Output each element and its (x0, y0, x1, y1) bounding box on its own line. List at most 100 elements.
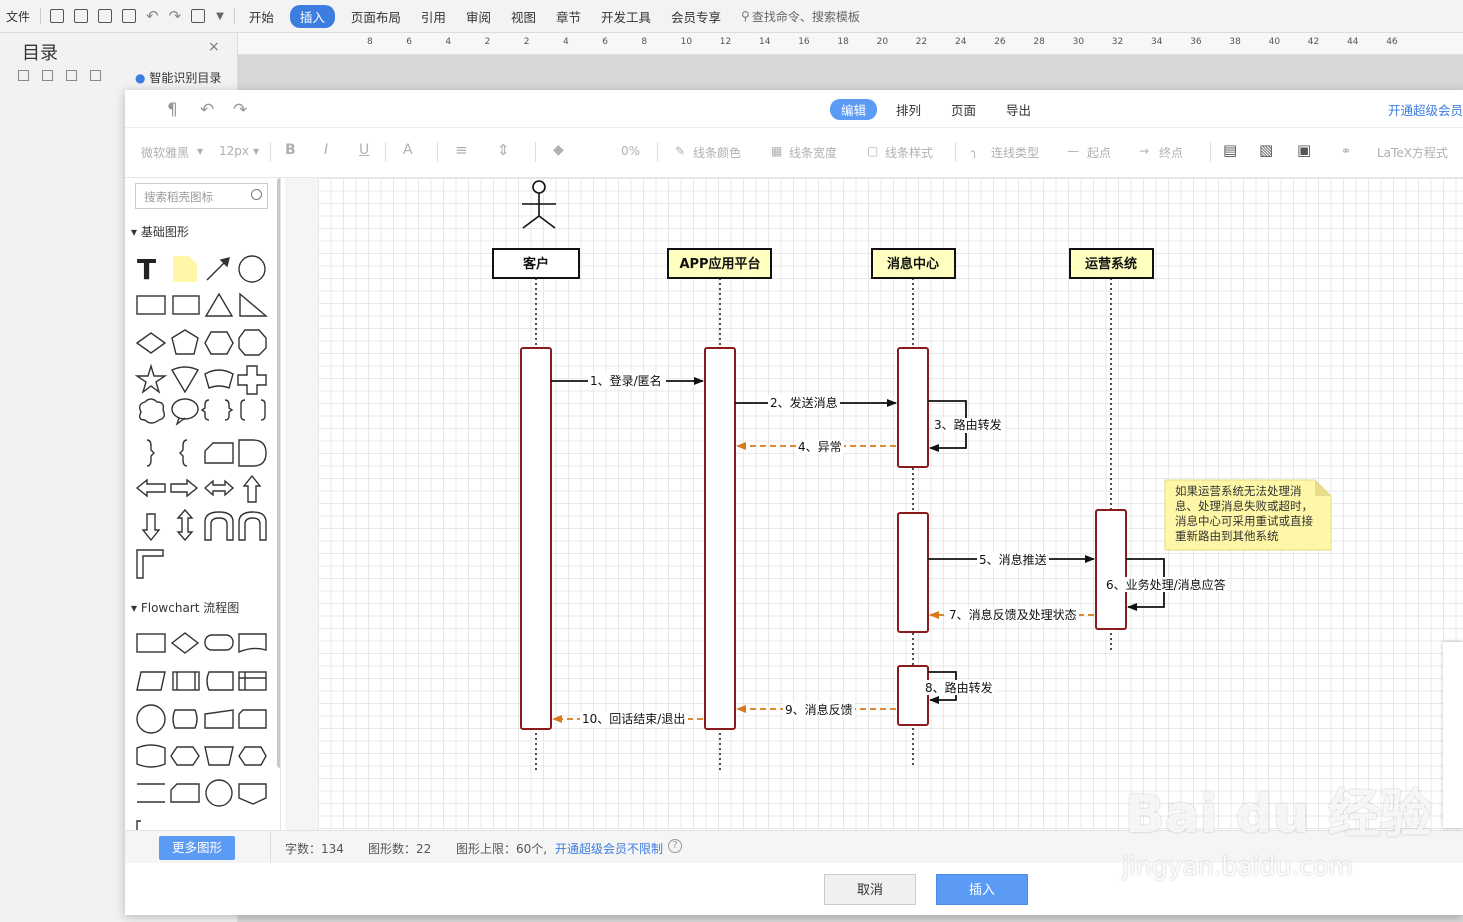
menu-reference[interactable]: 引用 (420, 9, 446, 25)
menu-developer[interactable]: 开发工具 (600, 9, 651, 25)
menu-layout[interactable]: 页面布局 (350, 9, 401, 25)
ruler-tick: 20 (876, 37, 889, 47)
ruler-tick: 42 (1307, 37, 1320, 47)
close-icon[interactable]: × (208, 39, 220, 55)
command-search[interactable]: 查找命令、搜索模板 (751, 9, 860, 24)
actor-box-app[interactable] (667, 248, 772, 279)
search-icon[interactable] (251, 189, 262, 200)
icon-search-input[interactable]: 搜索稻壳图标 (135, 183, 268, 209)
end-point-icon[interactable]: → (1139, 144, 1150, 158)
library-scrollbar[interactable] (277, 178, 280, 768)
file-menu[interactable]: 文件 (6, 9, 31, 24)
activation-bar[interactable] (897, 347, 929, 468)
note-line: 消息中心可采用重试或直接 (1175, 514, 1313, 528)
insert-button[interactable]: 插入 (936, 874, 1028, 905)
font-size-select[interactable]: 12px (219, 144, 249, 158)
menu-view[interactable]: 视图 (510, 9, 536, 25)
activation-bar[interactable] (520, 347, 552, 730)
ruler-tick: 8 (367, 37, 373, 47)
redo-icon[interactable]: ↷ (233, 100, 248, 120)
shape-grid[interactable]: T (125, 178, 281, 830)
diagram-canvas[interactable]: 客户 APP应用平台 消息中心 运营系统 (318, 178, 1463, 830)
line-style-button[interactable]: 线条样式 (885, 146, 934, 160)
section-basic-shapes[interactable]: ▾ 基础图形 (131, 225, 189, 239)
preview-icon[interactable] (122, 9, 137, 23)
connector-type-button[interactable]: 连线类型 (991, 146, 1040, 160)
collapse-icon[interactable] (42, 70, 53, 81)
menu-insert[interactable]: 插入 (289, 4, 335, 28)
export-icon[interactable] (74, 9, 89, 23)
line-style-icon[interactable]: ▢ (867, 144, 879, 158)
tab-arrange[interactable]: 排列 (896, 103, 922, 118)
activation-bar[interactable] (1095, 509, 1127, 630)
actor-box-customer[interactable] (492, 248, 580, 279)
opacity-input[interactable]: 0% (621, 144, 641, 158)
cancel-button[interactable]: 取消 (824, 874, 916, 905)
line-width-icon[interactable]: ▦ (771, 144, 783, 158)
add-icon[interactable] (66, 70, 77, 81)
smart-toc-button[interactable]: ● 智能识别目录 (135, 71, 222, 85)
start-point-icon[interactable]: — (1067, 144, 1079, 158)
menu-member[interactable]: 会员专享 (671, 9, 722, 25)
image-icon[interactable]: ▧ (1259, 141, 1274, 159)
line-color-button[interactable]: 线条颜色 (693, 146, 742, 160)
char-count: 字数：134 (285, 842, 344, 856)
note-line: 如果运营系统无法处理消 (1175, 484, 1302, 498)
activation-bar[interactable] (897, 665, 929, 726)
chevron-down-icon[interactable]: ▼ (216, 10, 224, 22)
table-icon[interactable]: ▣ (1297, 141, 1312, 159)
activation-bar[interactable] (897, 512, 929, 633)
chevron-down-icon[interactable]: ▼ (197, 147, 204, 156)
actor-box-ops[interactable] (1069, 248, 1154, 279)
diagram-editor-dialog: ¶ ↶ ↷ 编辑 排列 页面 导出 开通超级会员 微软雅黑 ▼ 12px ▼ B… (125, 90, 1463, 915)
dialog-header: ¶ ↶ ↷ 编辑 排列 页面 导出 开通超级会员 (125, 90, 1463, 128)
end-point-button[interactable]: 终点 (1159, 146, 1184, 160)
sticky-note[interactable]: 如果运营系统无法处理消 息、处理消息失败或超时， 消息中心可采用重试或直接 重新… (1164, 479, 1332, 551)
latex-button[interactable]: LaTeX方程式 (1377, 146, 1448, 160)
line-width-button[interactable]: 线条宽度 (789, 146, 838, 160)
format-painter-icon[interactable]: ¶ (167, 100, 178, 120)
search-icon[interactable]: ⚲ (741, 9, 750, 23)
fill-color-icon[interactable]: ◆ (553, 142, 564, 158)
pen-icon[interactable]: ✎ (675, 144, 686, 158)
ruler-tick: 2 (523, 37, 530, 47)
more-shapes-button[interactable]: 更多图形 (159, 836, 235, 860)
expand-icon[interactable] (18, 70, 29, 81)
print-icon[interactable] (98, 9, 113, 23)
redo-icon[interactable]: ↷ (168, 7, 182, 25)
actor-icon[interactable] (522, 180, 556, 229)
ruler-tick: 32 (1111, 37, 1124, 47)
message-label: 5、消息推送 (979, 552, 1047, 567)
save-icon[interactable] (50, 9, 65, 23)
line-spacing-icon[interactable]: ⇕ (497, 141, 510, 159)
format-painter-icon[interactable] (191, 9, 206, 23)
underline-button[interactable]: U (359, 142, 370, 158)
tab-edit[interactable]: 编辑 (830, 99, 878, 120)
layout-icon[interactable]: ▤ (1223, 141, 1238, 159)
upgrade-unlimited-link[interactable]: 开通超级会员不限制 (555, 842, 664, 856)
help-icon[interactable]: ? (668, 839, 682, 853)
font-family-select[interactable]: 微软雅黑 (141, 146, 190, 160)
actor-box-message-center[interactable] (871, 248, 956, 279)
activation-bar[interactable] (704, 347, 736, 730)
start-point-button[interactable]: 起点 (1087, 146, 1112, 160)
ai-icon: ● (135, 71, 146, 85)
bold-button[interactable]: B (285, 142, 296, 158)
menu-review[interactable]: 审阅 (465, 9, 491, 25)
font-color-button[interactable]: A (403, 142, 413, 158)
menu-chapter[interactable]: 章节 (555, 9, 581, 25)
chevron-down-icon[interactable]: ▼ (253, 147, 260, 156)
tab-page[interactable]: 页面 (951, 103, 977, 118)
italic-button[interactable]: I (324, 142, 329, 158)
note-line: 重新路由到其他系统 (1175, 529, 1279, 543)
undo-icon[interactable]: ↶ (146, 7, 159, 25)
upgrade-link[interactable]: 开通超级会员 (1387, 103, 1463, 118)
connector-icon[interactable]: ╮ (971, 144, 979, 158)
menu-start[interactable]: 开始 (248, 9, 274, 25)
undo-icon[interactable]: ↶ (200, 100, 215, 120)
tab-export[interactable]: 导出 (1006, 103, 1032, 118)
section-flowchart[interactable]: ▾ Flowchart 流程图 (131, 601, 240, 615)
remove-icon[interactable] (90, 70, 101, 81)
align-icon[interactable]: ≡ (455, 141, 468, 159)
link-icon[interactable]: ⚭ (1341, 144, 1352, 158)
